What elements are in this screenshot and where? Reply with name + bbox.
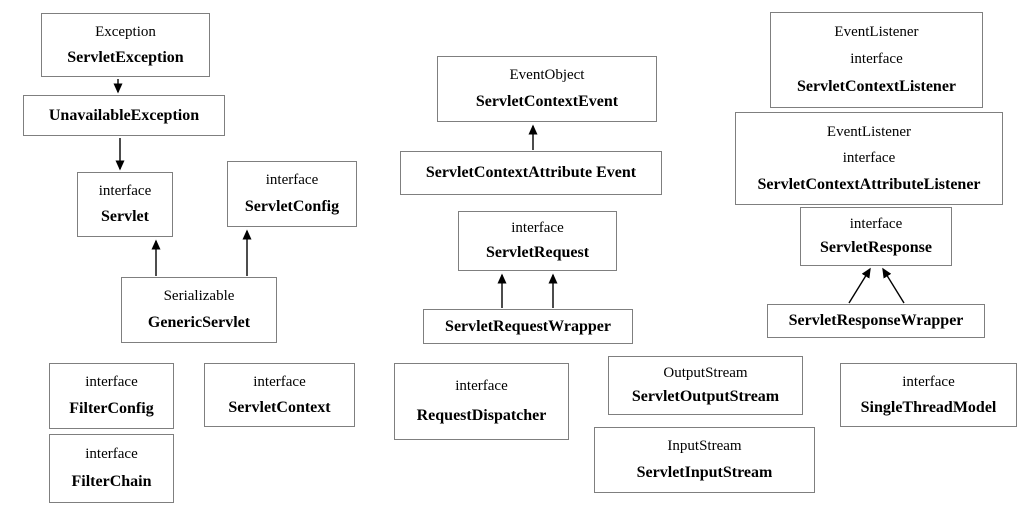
class-name-label: SingleThreadModel	[860, 398, 997, 416]
supertype-label: EventObject	[509, 67, 585, 84]
supertype-label: Exception	[95, 23, 156, 40]
class-name-label: ServletResponseWrapper	[788, 312, 964, 330]
class-name-label: ServletRequestWrapper	[445, 317, 611, 335]
supertype-label: interface	[850, 51, 903, 68]
class-name-label: GenericServlet	[147, 314, 251, 332]
class-name-label: ServletResponse	[820, 239, 932, 257]
class-name-label: ServletContextAttribute Event	[425, 164, 637, 182]
class-name-label: UnavailableException	[48, 106, 200, 124]
supertype-label: interface	[98, 182, 152, 199]
class-name-label: ServletContext	[228, 398, 331, 416]
class-name-label: ServletContextAttributeListener	[757, 175, 981, 193]
class-name-label: ServletRequest	[485, 244, 590, 262]
supertype-label: interface	[253, 373, 306, 390]
supertype-label: interface	[902, 373, 955, 390]
class-box-unavailable-exception: UnavailableException	[23, 95, 225, 136]
supertype-label: EventListener	[826, 123, 912, 140]
supertype-label: EventListener	[834, 24, 919, 41]
supertype-label: interface	[85, 374, 138, 391]
class-name-label: RequestDispatcher	[416, 407, 547, 425]
supertype-label: Serializable	[163, 288, 235, 305]
class-name-label: ServletContextEvent	[475, 93, 619, 111]
class-name-label: ServletContextListener	[796, 78, 957, 96]
class-name-label: ServletOutputStream	[631, 388, 780, 406]
supertype-label: interface	[455, 377, 508, 394]
supertype-label: interface	[85, 446, 138, 463]
class-name-label: FilterChain	[71, 473, 152, 491]
class-box-servlet-request-wrapper: ServletRequestWrapper	[423, 309, 633, 344]
class-name-label: ServletInputStream	[636, 464, 773, 482]
class-box-servlet-context-attribute-event: ServletContextAttribute Event	[400, 151, 662, 195]
class-name-label: Servlet	[101, 208, 149, 226]
class-name-label: ServletConfig	[244, 198, 340, 216]
supertype-label: OutputStream	[663, 364, 748, 381]
class-name-label: FilterConfig	[69, 400, 154, 418]
supertype-label: interface	[842, 149, 896, 166]
class-name-label: ServletException	[67, 48, 184, 66]
supertype-label: interface	[849, 215, 903, 232]
supertype-label: interface	[265, 172, 319, 189]
class-box-servlet-response-wrapper: ServletResponseWrapper	[767, 304, 985, 338]
supertype-label: interface	[511, 220, 564, 237]
supertype-label: InputStream	[667, 438, 742, 455]
